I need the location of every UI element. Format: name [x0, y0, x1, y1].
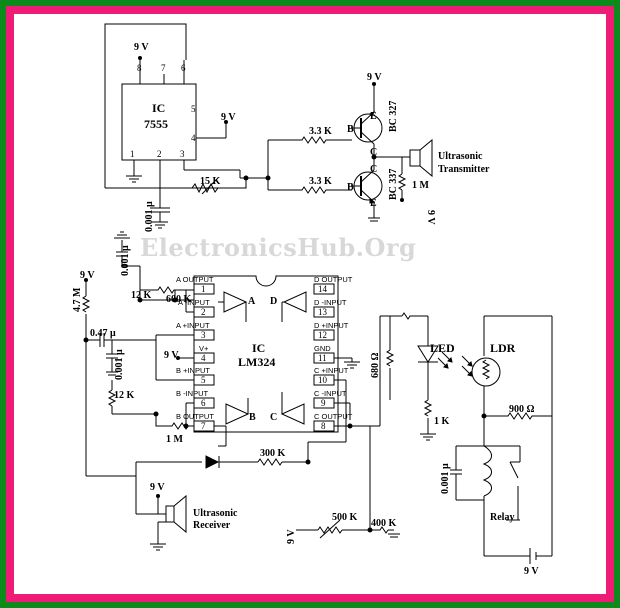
ic7555-name: IC	[152, 101, 165, 115]
label-r-500k: 500 K	[332, 512, 358, 523]
ic7555-body	[121, 83, 197, 161]
label-rx-1: Ultrasonic	[193, 508, 238, 519]
label-ldr: LDR	[490, 341, 516, 355]
bc337-e: E	[370, 198, 377, 209]
label-tx-2: Transmitter	[438, 164, 490, 175]
watermark: ElectronicsHub.Org	[140, 233, 416, 262]
supply-9v-rx: 9 V	[150, 482, 165, 493]
ic7555-pin-3: 3	[180, 149, 185, 159]
schematic-canvas	[14, 14, 606, 594]
ic7555-pin-6: 6	[181, 63, 186, 73]
label-bc327: BC 327	[388, 101, 399, 132]
lm324-pin-label: B -INPUT	[176, 389, 209, 398]
light-arrows	[437, 351, 473, 377]
lm324-pin-label: D OUTPUT	[314, 275, 353, 284]
ic7555-pin-7: 7	[161, 63, 166, 73]
label-c-001: 0.001 μ	[144, 201, 155, 232]
lm324-name: IC	[252, 341, 265, 355]
label-r-300k: 300 K	[260, 448, 286, 459]
lm324-pin: 9	[321, 398, 326, 408]
label-c-001-top: 0.001 μ	[120, 245, 131, 276]
lm324-pin-label: D +INPUT	[314, 321, 349, 330]
bc327-c: C	[370, 147, 377, 158]
lm324-body	[193, 275, 339, 433]
amp-a: A	[248, 296, 256, 307]
label-relay: Relay	[490, 512, 514, 523]
lm324-pin: 3	[201, 330, 206, 340]
amp-d: D	[270, 296, 277, 307]
ic7555-pin-8: 8	[137, 63, 142, 73]
label-r-15k: 15 K	[200, 176, 221, 187]
label-r-400k: 400 K	[371, 518, 397, 529]
lm324-pin: 5	[201, 375, 206, 385]
lm324-pin-label: C OUTPUT	[314, 412, 353, 421]
label-r-1m-tx: 1 M	[412, 180, 430, 191]
lm324-pin: 1	[201, 284, 206, 294]
supply-9v-pin4: 9 V	[221, 112, 236, 123]
label-r-680: 680 Ω	[370, 352, 381, 378]
label-c-001-relay: 0.001 μ	[440, 463, 451, 494]
lm324-right-pins: 14 13 12 11 10 9 8 D OUTPUT D -INPUT D +…	[314, 275, 353, 431]
lm324-pin: 10	[318, 375, 328, 385]
lm324-pin-label: C -INPUT	[314, 389, 347, 398]
label-r-12k-b: 12 K	[131, 290, 152, 301]
label-r-3k3-b: 3.3 K	[309, 176, 332, 187]
ic7555-pin-5: 5	[191, 104, 196, 114]
label-r-1m-b: 1 M	[166, 434, 184, 445]
lm324-part: LM324	[238, 355, 275, 369]
label-r-900: 900 Ω	[509, 404, 535, 415]
lm324-pin: 13	[318, 307, 328, 317]
supply-9v-tx: 9 V	[425, 210, 436, 225]
lm324-pin-label: V+	[199, 344, 209, 353]
ic7555-pin-2: 2	[157, 149, 162, 159]
lm324-pin-label: GND	[314, 344, 331, 353]
label-led: LED	[430, 341, 455, 355]
lm324-pin-label: A -INPUT	[178, 298, 210, 307]
lm324-pin: 8	[321, 421, 326, 431]
label-r-12k-a: 12 K	[114, 390, 135, 401]
label-c-047: 0.47 μ	[90, 328, 116, 339]
bc337-b: B	[347, 182, 354, 193]
lm324-pin-label: A +INPUT	[176, 321, 210, 330]
lm324-pin-label: C +INPUT	[314, 366, 349, 375]
label-r-1k: 1 K	[434, 416, 450, 427]
ic7555-pin-1: 1	[130, 149, 135, 159]
supply-9v-pot: 9 V	[286, 529, 297, 544]
lm324-pin: 7	[201, 421, 206, 431]
label-c-001-mid: 0.001 μ	[114, 349, 125, 380]
label-bc337: BC 337	[388, 169, 399, 200]
supply-9v-7555: 9 V	[134, 42, 149, 53]
label-r-600k: 600 K	[166, 294, 192, 305]
lm324-pin: 14	[318, 284, 328, 294]
lm324-pin-label: D -INPUT	[314, 298, 347, 307]
ic7555-part: 7555	[144, 117, 168, 131]
ic7555-pin-4: 4	[191, 133, 196, 143]
lm324-left-pins: 1 2 3 4 5 6 7 A OUTPUT A -INPUT A +INPUT…	[176, 275, 214, 431]
lm324-pin: 4	[201, 353, 206, 363]
lm324-pin: 11	[318, 353, 327, 363]
bc337-c: C	[370, 164, 377, 175]
supply-9v-left: 9 V	[80, 270, 95, 281]
label-r-4m7: 4.7 M	[72, 287, 83, 312]
label-r-3k3-a: 3.3 K	[309, 126, 332, 137]
label-tx-1: Ultrasonic	[438, 151, 483, 162]
supply-9v-bc327: 9 V	[367, 72, 382, 83]
amp-c: C	[270, 412, 277, 423]
lm324-pin-label: B OUTPUT	[176, 412, 214, 421]
label-rx-2: Receiver	[193, 520, 231, 531]
ldr-body	[471, 357, 501, 387]
bc327-b: B	[347, 124, 354, 135]
supply-9v-vplus: 9 V	[164, 350, 179, 361]
lm324-pin-label: B +INPUT	[176, 366, 210, 375]
lm324-pin: 6	[201, 398, 206, 408]
lm324-pin: 2	[201, 307, 206, 317]
bc327-e: E	[370, 111, 377, 122]
lm324-pin-label: A OUTPUT	[176, 275, 214, 284]
wires	[81, 23, 553, 564]
supply-9v-relay: 9 V	[524, 566, 539, 577]
lm324-pin: 12	[318, 330, 327, 340]
amp-b: B	[249, 412, 256, 423]
